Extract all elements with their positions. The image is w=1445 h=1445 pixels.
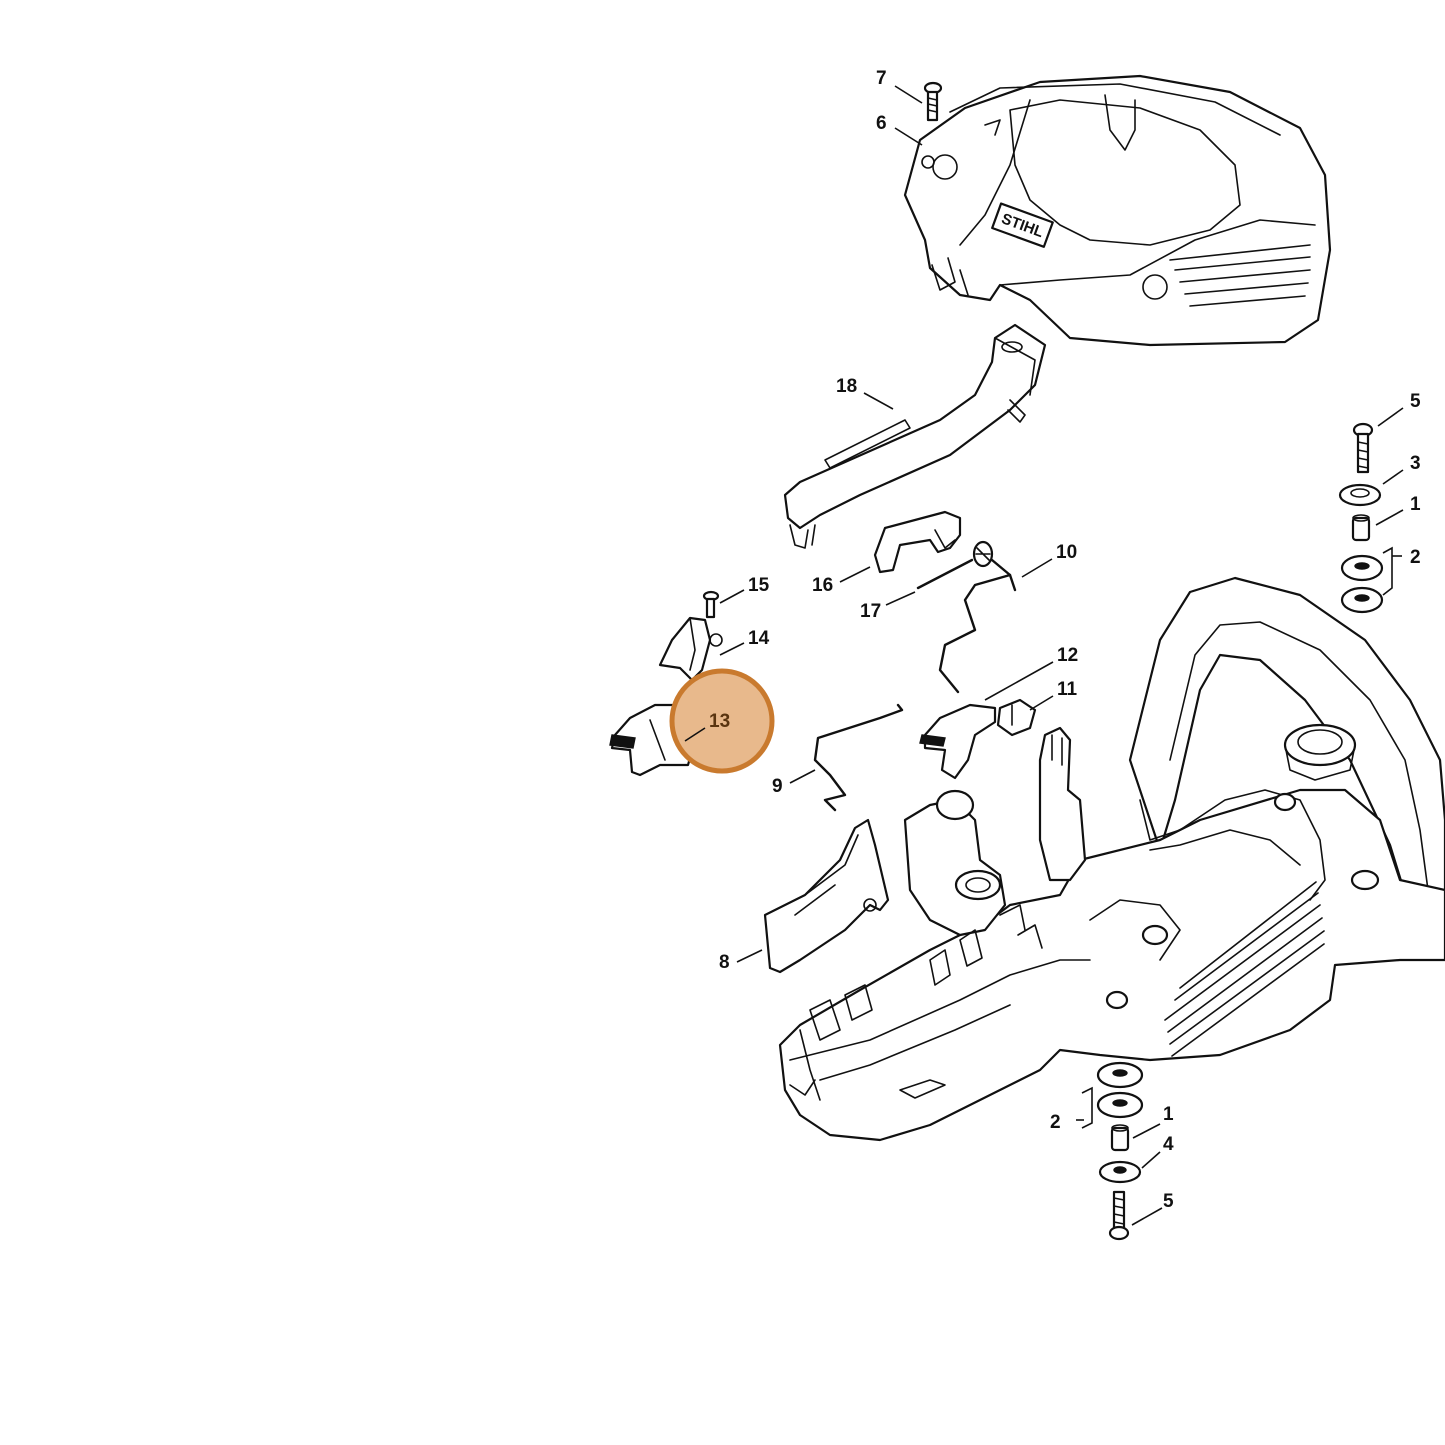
callout-7: 7 (876, 68, 887, 89)
callout-17: 17 (860, 601, 881, 622)
callout-6: 6 (876, 113, 887, 134)
part-11-bushing (996, 698, 1037, 737)
part-8-lock-lever (763, 818, 890, 974)
callout-11: 11 (1057, 679, 1078, 700)
part-18-handle-grip (783, 323, 1047, 549)
leader-lines (684, 85, 1404, 1226)
part-6-handle-housing: STIHL (903, 74, 1332, 347)
part-15-screw (702, 590, 720, 619)
part-12-trigger-lever (919, 703, 997, 780)
callout-15: 15 (748, 575, 770, 596)
part-17-spring (916, 540, 1012, 590)
callout-5: 5 (1410, 391, 1421, 412)
callout-labels: 7 6 18 5 3 1 2 10 15 16 17 14 12 11 13 9… (709, 68, 1421, 1212)
part-7-screw (923, 81, 943, 122)
callout-2: 2 (1050, 1112, 1061, 1133)
callout-8: 8 (719, 952, 730, 973)
part-9-rod (813, 703, 904, 812)
part-16-lever (873, 510, 962, 574)
callout-1: 1 (1410, 494, 1421, 515)
callout-14: 14 (748, 628, 770, 649)
right-mount-stack (1338, 422, 1384, 614)
callout-9: 9 (772, 776, 783, 797)
main-housing (778, 576, 1445, 1142)
callout-16: 16 (812, 575, 833, 596)
callout-12: 12 (1057, 645, 1078, 666)
callout-5: 5 (1163, 1191, 1174, 1212)
callout-18: 18 (836, 376, 857, 397)
part-14-clip (658, 616, 723, 682)
callout-3: 3 (1410, 453, 1421, 474)
callout-1: 1 (1163, 1104, 1174, 1125)
callout-13[interactable]: 13 (709, 711, 730, 732)
callout-4: 4 (1163, 1134, 1174, 1155)
bottom-mount-stack (1096, 1061, 1144, 1241)
callout-2: 2 (1410, 547, 1421, 568)
callout-10: 10 (1056, 542, 1077, 563)
part-10-rod (938, 573, 1017, 694)
highlight-ring[interactable] (669, 668, 775, 774)
